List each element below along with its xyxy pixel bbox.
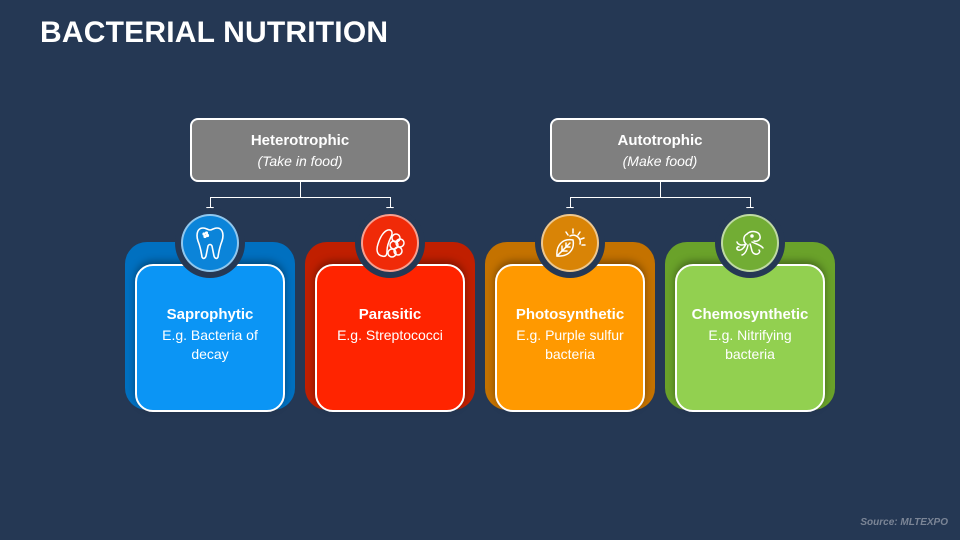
group-subtitle: (Make food) xyxy=(622,153,698,169)
connector-line xyxy=(570,197,571,209)
group-title: Heterotrophic xyxy=(250,132,350,149)
card-front: Saprophytic E.g. Bacteria of decay xyxy=(135,264,285,412)
slide-title: BACTERIAL NUTRITION xyxy=(40,16,389,49)
card-description: E.g. Bacteria of decay xyxy=(162,327,258,362)
tooth-icon xyxy=(181,214,239,272)
card-description: E.g. Purple sulfur bacteria xyxy=(516,327,624,362)
connector-line xyxy=(750,197,751,209)
card-title: Chemosynthetic xyxy=(691,306,809,323)
card-title: Photosynthetic xyxy=(515,306,625,323)
connector-line xyxy=(660,182,661,198)
card-chemosynthetic: Chemosynthetic E.g. Nitrifying bacteria xyxy=(665,242,835,414)
bacteria-icon xyxy=(361,214,419,272)
card-title: Parasitic xyxy=(358,306,422,323)
icon-circle xyxy=(715,208,785,278)
card-description: E.g. Streptococci xyxy=(337,327,443,343)
source-credit: Source: MLTEXPO xyxy=(860,517,948,528)
card-front: Parasitic E.g. Streptococci xyxy=(315,264,465,412)
connector-line xyxy=(300,182,301,198)
group-subtitle: (Take in food) xyxy=(257,153,343,169)
leaf-sun-icon xyxy=(541,214,599,272)
group-title: Autotrophic xyxy=(617,132,703,149)
microbe-icon xyxy=(721,214,779,272)
icon-circle xyxy=(535,208,605,278)
card-description: E.g. Nitrifying bacteria xyxy=(708,327,792,362)
heterotrophic-box: Heterotrophic (Take in food) xyxy=(190,118,410,182)
connector-line xyxy=(210,197,211,209)
card-saprophytic: Saprophytic E.g. Bacteria of decay xyxy=(125,242,295,414)
icon-circle xyxy=(355,208,425,278)
card-front: Chemosynthetic E.g. Nitrifying bacteria xyxy=(675,264,825,412)
card-title: Saprophytic xyxy=(166,306,254,323)
autotrophic-box: Autotrophic (Make food) xyxy=(550,118,770,182)
connector-line xyxy=(210,197,391,198)
card-front: Photosynthetic E.g. Purple sulfur bacter… xyxy=(495,264,645,412)
connector-line xyxy=(390,197,391,209)
connector-line xyxy=(570,197,751,198)
icon-circle xyxy=(175,208,245,278)
